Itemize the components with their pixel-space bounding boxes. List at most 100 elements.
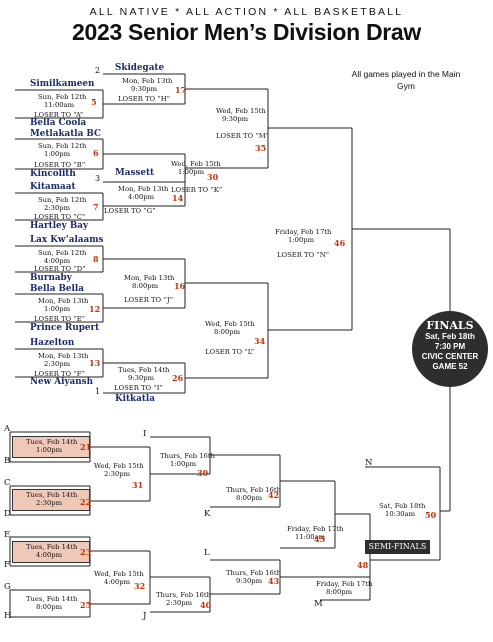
game-26-number: 26 xyxy=(172,373,184,383)
highlight-box-21 xyxy=(12,436,90,458)
game-34-time: 8:00pm xyxy=(214,328,241,336)
game-6-loser: LOSER TO “B” xyxy=(34,161,86,169)
game-46-number: 46 xyxy=(334,238,346,248)
game-35-time: 9:30pm xyxy=(222,115,249,123)
game-26-time: 9:30pm xyxy=(128,374,155,382)
game-50-number: 50 xyxy=(425,510,437,520)
game-21-day: Tues, Feb 14th xyxy=(26,438,78,446)
finals-title: FINALS xyxy=(426,319,474,332)
team-similkameen: Similkameen xyxy=(30,79,95,89)
team-bella-coola: Bella Coola xyxy=(30,118,87,128)
game-39-day: Thurs, Feb 16th xyxy=(160,452,215,460)
game-30-loser: LOSER TO “K” xyxy=(171,186,223,194)
team-burnaby: Burnaby xyxy=(30,273,72,283)
game-45-number: 45 xyxy=(314,534,326,544)
game-35-number: 35 xyxy=(255,143,267,153)
game-40-day: Thurs, Feb 16th xyxy=(156,591,211,599)
game-22-number: 22 xyxy=(80,497,92,507)
game-17-time: 9:30pm xyxy=(131,85,158,93)
game-16-day: Mon, Feb 13th xyxy=(124,274,175,282)
game-21-time: 1:00pm xyxy=(36,446,63,454)
game-34-loser: LOSER TO “L” xyxy=(205,348,255,356)
letter-h: H xyxy=(4,611,12,621)
game-46-time: 1:00pm xyxy=(288,236,315,244)
game-17-number: 17 xyxy=(175,85,187,95)
game-16-time: 8:00pm xyxy=(132,282,159,290)
team-lax-kwalaams: Lax Kw’alaams xyxy=(30,235,104,245)
game-13-day: Mon, Feb 13th xyxy=(38,352,89,360)
team-new-aiyansh: New Aiyansh xyxy=(30,377,93,387)
team-metlakatla: Metlakatla BC xyxy=(30,129,102,139)
game-13-loser: LOSER TO “F” xyxy=(34,370,85,378)
letter-a: A xyxy=(4,424,11,434)
seed-kincolith: 3 xyxy=(95,174,101,183)
team-kincolith: Kincolith xyxy=(30,169,76,179)
finals-venue: CIVIC CENTER xyxy=(421,352,479,361)
seed-skidegate: 2 xyxy=(95,66,101,75)
game-26-loser: LOSER TO “I” xyxy=(114,384,163,392)
game-12-day: Mon, Feb 13th xyxy=(38,297,89,305)
game-8-loser: LOSER TO “D” xyxy=(34,265,86,273)
letter-n: N xyxy=(365,458,373,468)
game-16-loser: LOSER TO “J” xyxy=(124,296,174,304)
game-43-time: 9:30pm xyxy=(236,577,263,585)
game-22-time: 2:30pm xyxy=(36,499,63,507)
game-31-time: 2:30pm xyxy=(104,470,131,478)
game-5-time: 11:00am xyxy=(44,101,75,109)
game-42-time: 8:00pm xyxy=(236,494,263,502)
game-43-number: 43 xyxy=(268,576,280,586)
game-5-number: 5 xyxy=(91,97,97,107)
game-30-day: Wed, Feb 15th xyxy=(171,160,221,168)
team-bella-bella: Bella Bella xyxy=(30,284,84,294)
game-7-time: 2:30pm xyxy=(44,204,71,212)
game-8-day: Sun, Feb 12th xyxy=(38,249,87,257)
game-34-day: Wed, Feb 15th xyxy=(205,320,255,328)
venue-note: All games played in the Main Gym xyxy=(351,69,461,91)
game-23-number: 23 xyxy=(80,547,92,557)
game-13-number: 13 xyxy=(89,358,101,368)
game-17-loser: LOSER TO “H” xyxy=(118,95,171,103)
game-8-number: 8 xyxy=(93,254,99,264)
game-31-number: 31 xyxy=(132,480,144,490)
game-6-time: 1:00pm xyxy=(44,150,71,158)
game-31-day: Wed, Feb 15th xyxy=(94,462,144,470)
game-6-day: Sun, Feb 12th xyxy=(38,142,87,150)
game-50-day: Sat, Feb 18th xyxy=(379,502,426,510)
game-22-day: Tues, Feb 14th xyxy=(26,491,78,499)
game-7-day: Sun, Feb 12th xyxy=(38,196,87,204)
game-30-time: 1:00pm xyxy=(178,168,205,176)
letter-l: L xyxy=(204,548,210,558)
highlight-box-23 xyxy=(12,541,90,563)
game-40-time: 2:30pm xyxy=(166,599,193,607)
game-12-number: 12 xyxy=(89,304,101,314)
game-48-time: 8:00pm xyxy=(326,588,353,596)
game-46-day: Friday, Feb 17th xyxy=(275,228,332,236)
finals-date: Sat, Feb 18th xyxy=(425,332,475,341)
game-16-number: 16 xyxy=(174,281,186,291)
game-42-number: 42 xyxy=(268,490,280,500)
game-7-loser: LOSER TO “C” xyxy=(34,213,86,221)
game-14-time: 4:00pm xyxy=(128,193,155,201)
game-50-time: 10:30am xyxy=(385,510,416,518)
game-39-number: 39 xyxy=(197,468,209,478)
letter-i: I xyxy=(143,429,147,439)
game-43-day: Thurs, Feb 16th xyxy=(226,569,281,577)
game-25-day: Tues, Feb 14th xyxy=(26,595,78,603)
game-14-number: 14 xyxy=(172,193,184,203)
highlight-box-22 xyxy=(12,489,90,511)
tagline: ALL NATIVE * ALL ACTION * ALL BASKETBALL xyxy=(89,6,404,18)
page-title: 2023 Senior Men’s Division Draw xyxy=(71,19,422,45)
game-42-day: Thurs, Feb 16th xyxy=(226,486,281,494)
game-40-number: 40 xyxy=(200,600,212,610)
team-skidegate: Skidegate xyxy=(115,63,165,73)
game-45-day: Friday, Feb 17th xyxy=(287,525,344,533)
team-kitamaat: Kitamaat xyxy=(30,182,76,192)
game-8-time: 4:00pm xyxy=(44,257,71,265)
game-7-number: 7 xyxy=(93,202,99,212)
letter-k: K xyxy=(204,509,211,519)
game-17-day: Mon, Feb 13th xyxy=(122,77,173,85)
game-12-loser: LOSER TO “E” xyxy=(34,315,86,323)
game-25-number: 25 xyxy=(80,600,92,610)
game-48-number: 48 xyxy=(357,560,369,570)
